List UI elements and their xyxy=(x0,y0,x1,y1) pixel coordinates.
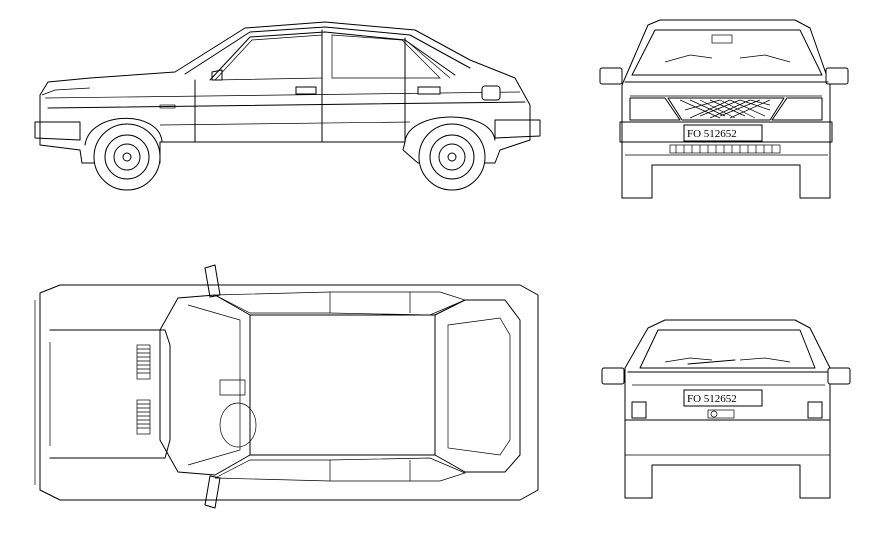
front-wheel-icon xyxy=(93,123,161,191)
rear-license-plate: FO 512652 xyxy=(683,389,763,407)
rear-plate-text: FO 512652 xyxy=(687,393,737,405)
hood-vent-icon xyxy=(136,344,151,435)
front-view: FO 512652 xyxy=(599,19,849,199)
side-view xyxy=(34,21,541,191)
rear-view: FO 512652 xyxy=(601,319,851,499)
rear-wheel-icon xyxy=(418,123,486,191)
top-view xyxy=(34,264,539,509)
front-plate-text: FO 512652 xyxy=(687,128,737,140)
front-license-plate: FO 512652 xyxy=(683,124,763,142)
